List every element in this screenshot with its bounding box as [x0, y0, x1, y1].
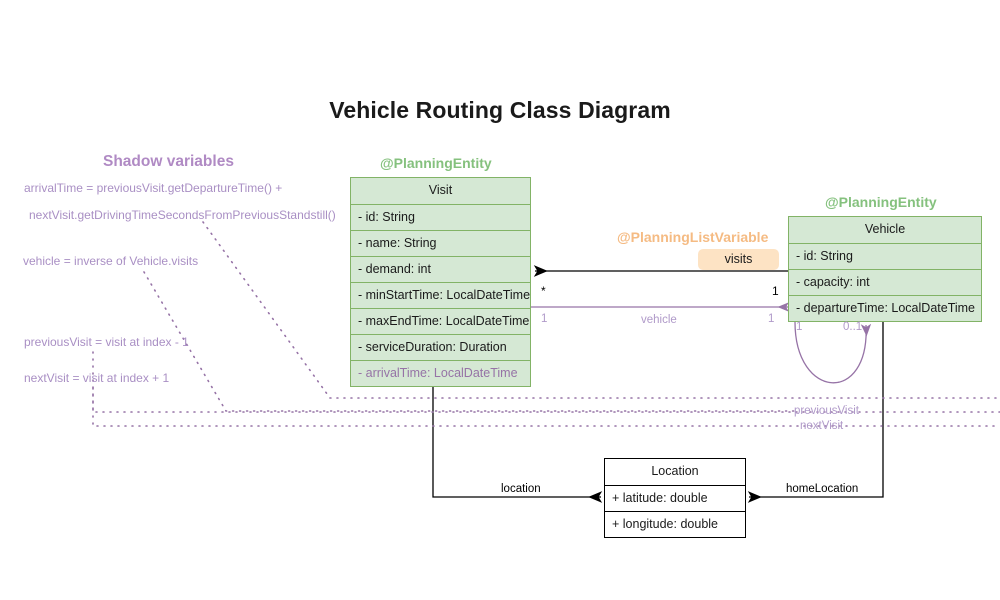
- class-box-vehicle[interactable]: Vehicle - id: String - capacity: int - d…: [788, 216, 982, 322]
- shadow-note-arrivaltime-2: nextVisit.getDrivingTimeSecondsFromPrevi…: [29, 208, 336, 222]
- attribute-visit-demand: - demand: int: [351, 256, 530, 282]
- attribute-visit-serviceduration: - serviceDuration: Duration: [351, 334, 530, 360]
- shadow-variables-title: Shadow variables: [103, 153, 234, 170]
- edge-location: [432, 383, 603, 503]
- relation-label-homelocation: homeLocation: [786, 483, 859, 495]
- relation-label-previousvisit: previousVisit: [794, 405, 859, 417]
- attribute-location-latitude: + latitude: double: [605, 485, 745, 511]
- relation-label-location: location: [501, 483, 541, 495]
- shadow-leader-previousvisit: [92, 351, 1000, 413]
- multiplicity-visits-source: *: [541, 284, 546, 298]
- stereotype-planningentity-visit: @PlanningEntity: [380, 155, 492, 171]
- relation-badge-visits[interactable]: visits: [698, 249, 779, 270]
- attribute-visit-minstarttime: - minStartTime: LocalDateTime: [351, 282, 530, 308]
- class-box-visit[interactable]: Visit - id: String - name: String - dema…: [350, 177, 531, 387]
- attribute-vehicle-capacity: - capacity: int: [789, 269, 981, 295]
- class-name-vehicle: Vehicle: [864, 222, 906, 236]
- stereotype-planninglistvariable: @PlanningListVariable: [617, 229, 769, 245]
- class-box-location[interactable]: Location + latitude: double + longitude:…: [604, 458, 746, 538]
- multiplicity-vehicle-source: 1: [541, 313, 548, 325]
- attribute-vehicle-departuretime: - departureTime: LocalDateTime: [789, 295, 981, 321]
- shadow-note-vehicle: vehicle = inverse of Vehicle.visits: [23, 254, 199, 268]
- page-title: Vehicle Routing Class Diagram: [329, 97, 671, 123]
- attribute-visit-maxendtime: - maxEndTime: LocalDateTime: [351, 308, 530, 334]
- class-name-location: Location: [651, 464, 699, 478]
- shadow-note-previousvisit: previousVisit = visit at index - 1: [24, 335, 189, 349]
- attribute-visit-name: - name: String: [351, 230, 530, 256]
- attribute-visit-arrivaltime: - arrivalTime: LocalDateTime: [351, 360, 530, 386]
- multiplicity-vehicle-target: 1: [768, 313, 775, 325]
- shadow-note-nextvisit: nextVisit = visit at index + 1: [24, 371, 170, 385]
- attribute-location-longitude: + longitude: double: [605, 511, 745, 537]
- stereotype-planningentity-vehicle: @PlanningEntity: [825, 194, 937, 210]
- multiplicity-visits-target: 1: [772, 284, 779, 298]
- shadow-leader-nextvisit: [92, 387, 1000, 427]
- shadow-note-arrivaltime-1: arrivalTime = previousVisit.getDeparture…: [24, 181, 283, 195]
- attribute-vehicle-id: - id: String: [789, 243, 981, 269]
- multiplicity-selfloop-target: 0..1: [843, 321, 863, 333]
- relation-label-vehicle: vehicle: [641, 314, 677, 326]
- attribute-visit-id: - id: String: [351, 204, 530, 230]
- relation-label-nextvisit: nextVisit: [800, 420, 844, 432]
- multiplicity-selfloop-source: 1: [796, 321, 803, 333]
- class-name-visit: Visit: [428, 183, 453, 197]
